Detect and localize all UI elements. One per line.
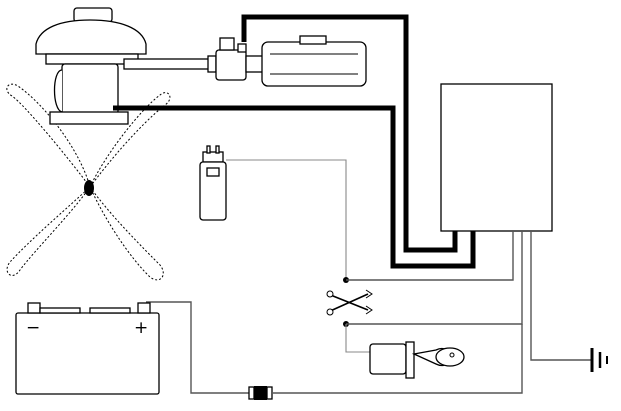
- ground-symbol: [590, 348, 608, 372]
- coil-wire: [226, 159, 347, 280]
- fan-blades: [6, 83, 171, 281]
- ignition-switch-with-key: [369, 341, 465, 379]
- motor-feed-wire: [241, 14, 458, 253]
- switch: [326, 289, 373, 316]
- fan-hub: [84, 180, 94, 196]
- drive-shaft: [123, 58, 211, 70]
- battery-positive-symbol: +: [134, 318, 148, 338]
- fuse: [248, 386, 273, 400]
- electric-motor: [261, 35, 367, 87]
- battery-negative-symbol: −: [26, 318, 40, 338]
- switch-top-wire: [346, 231, 514, 281]
- ground-wire: [530, 231, 591, 361]
- controller-box: [440, 83, 553, 232]
- fan-feed-wire: [113, 105, 476, 269]
- battery: − +: [15, 302, 160, 395]
- fuse-controller-wire: [273, 324, 523, 394]
- ignition-coil: [199, 145, 227, 221]
- key-switch-wire: [345, 324, 372, 353]
- fan-motor: [35, 7, 147, 125]
- coupling: [207, 37, 265, 81]
- battery-fuse-wire: [146, 301, 249, 394]
